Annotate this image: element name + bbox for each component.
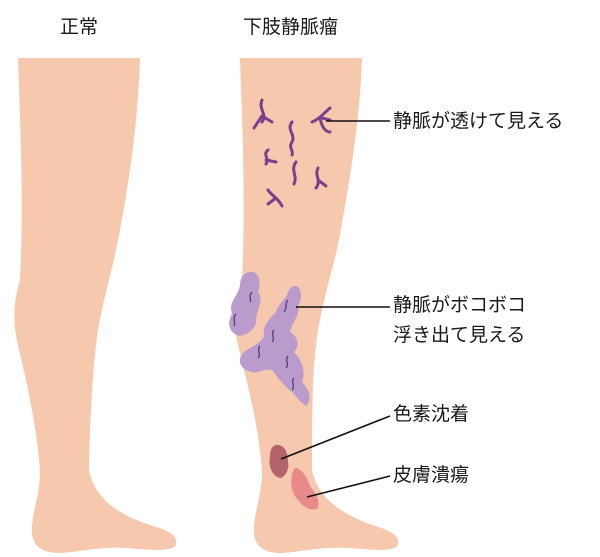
varicose-veins — [229, 271, 310, 406]
label-pigmentation: 色素沈着 — [393, 403, 470, 425]
label-skin-ulcer: 皮膚潰瘍 — [393, 464, 470, 486]
leader-lines — [280, 120, 391, 498]
label-bulging-veins-1: 静脈がボコボコ — [393, 294, 527, 316]
title-varicose: 下肢静脈瘤 — [243, 16, 339, 38]
pigmentation-patch — [269, 444, 289, 478]
label-bulging-veins-2: 浮き出て見える — [393, 324, 526, 346]
ulcer-patch — [291, 468, 319, 510]
varicose-leg — [234, 58, 399, 553]
label-visible-veins: 静脈が透けて見える — [393, 110, 564, 132]
normal-leg — [14, 58, 177, 553]
title-normal: 正常 — [60, 16, 99, 38]
spider-veins — [252, 98, 332, 208]
varicose-vein-lines — [233, 291, 295, 391]
